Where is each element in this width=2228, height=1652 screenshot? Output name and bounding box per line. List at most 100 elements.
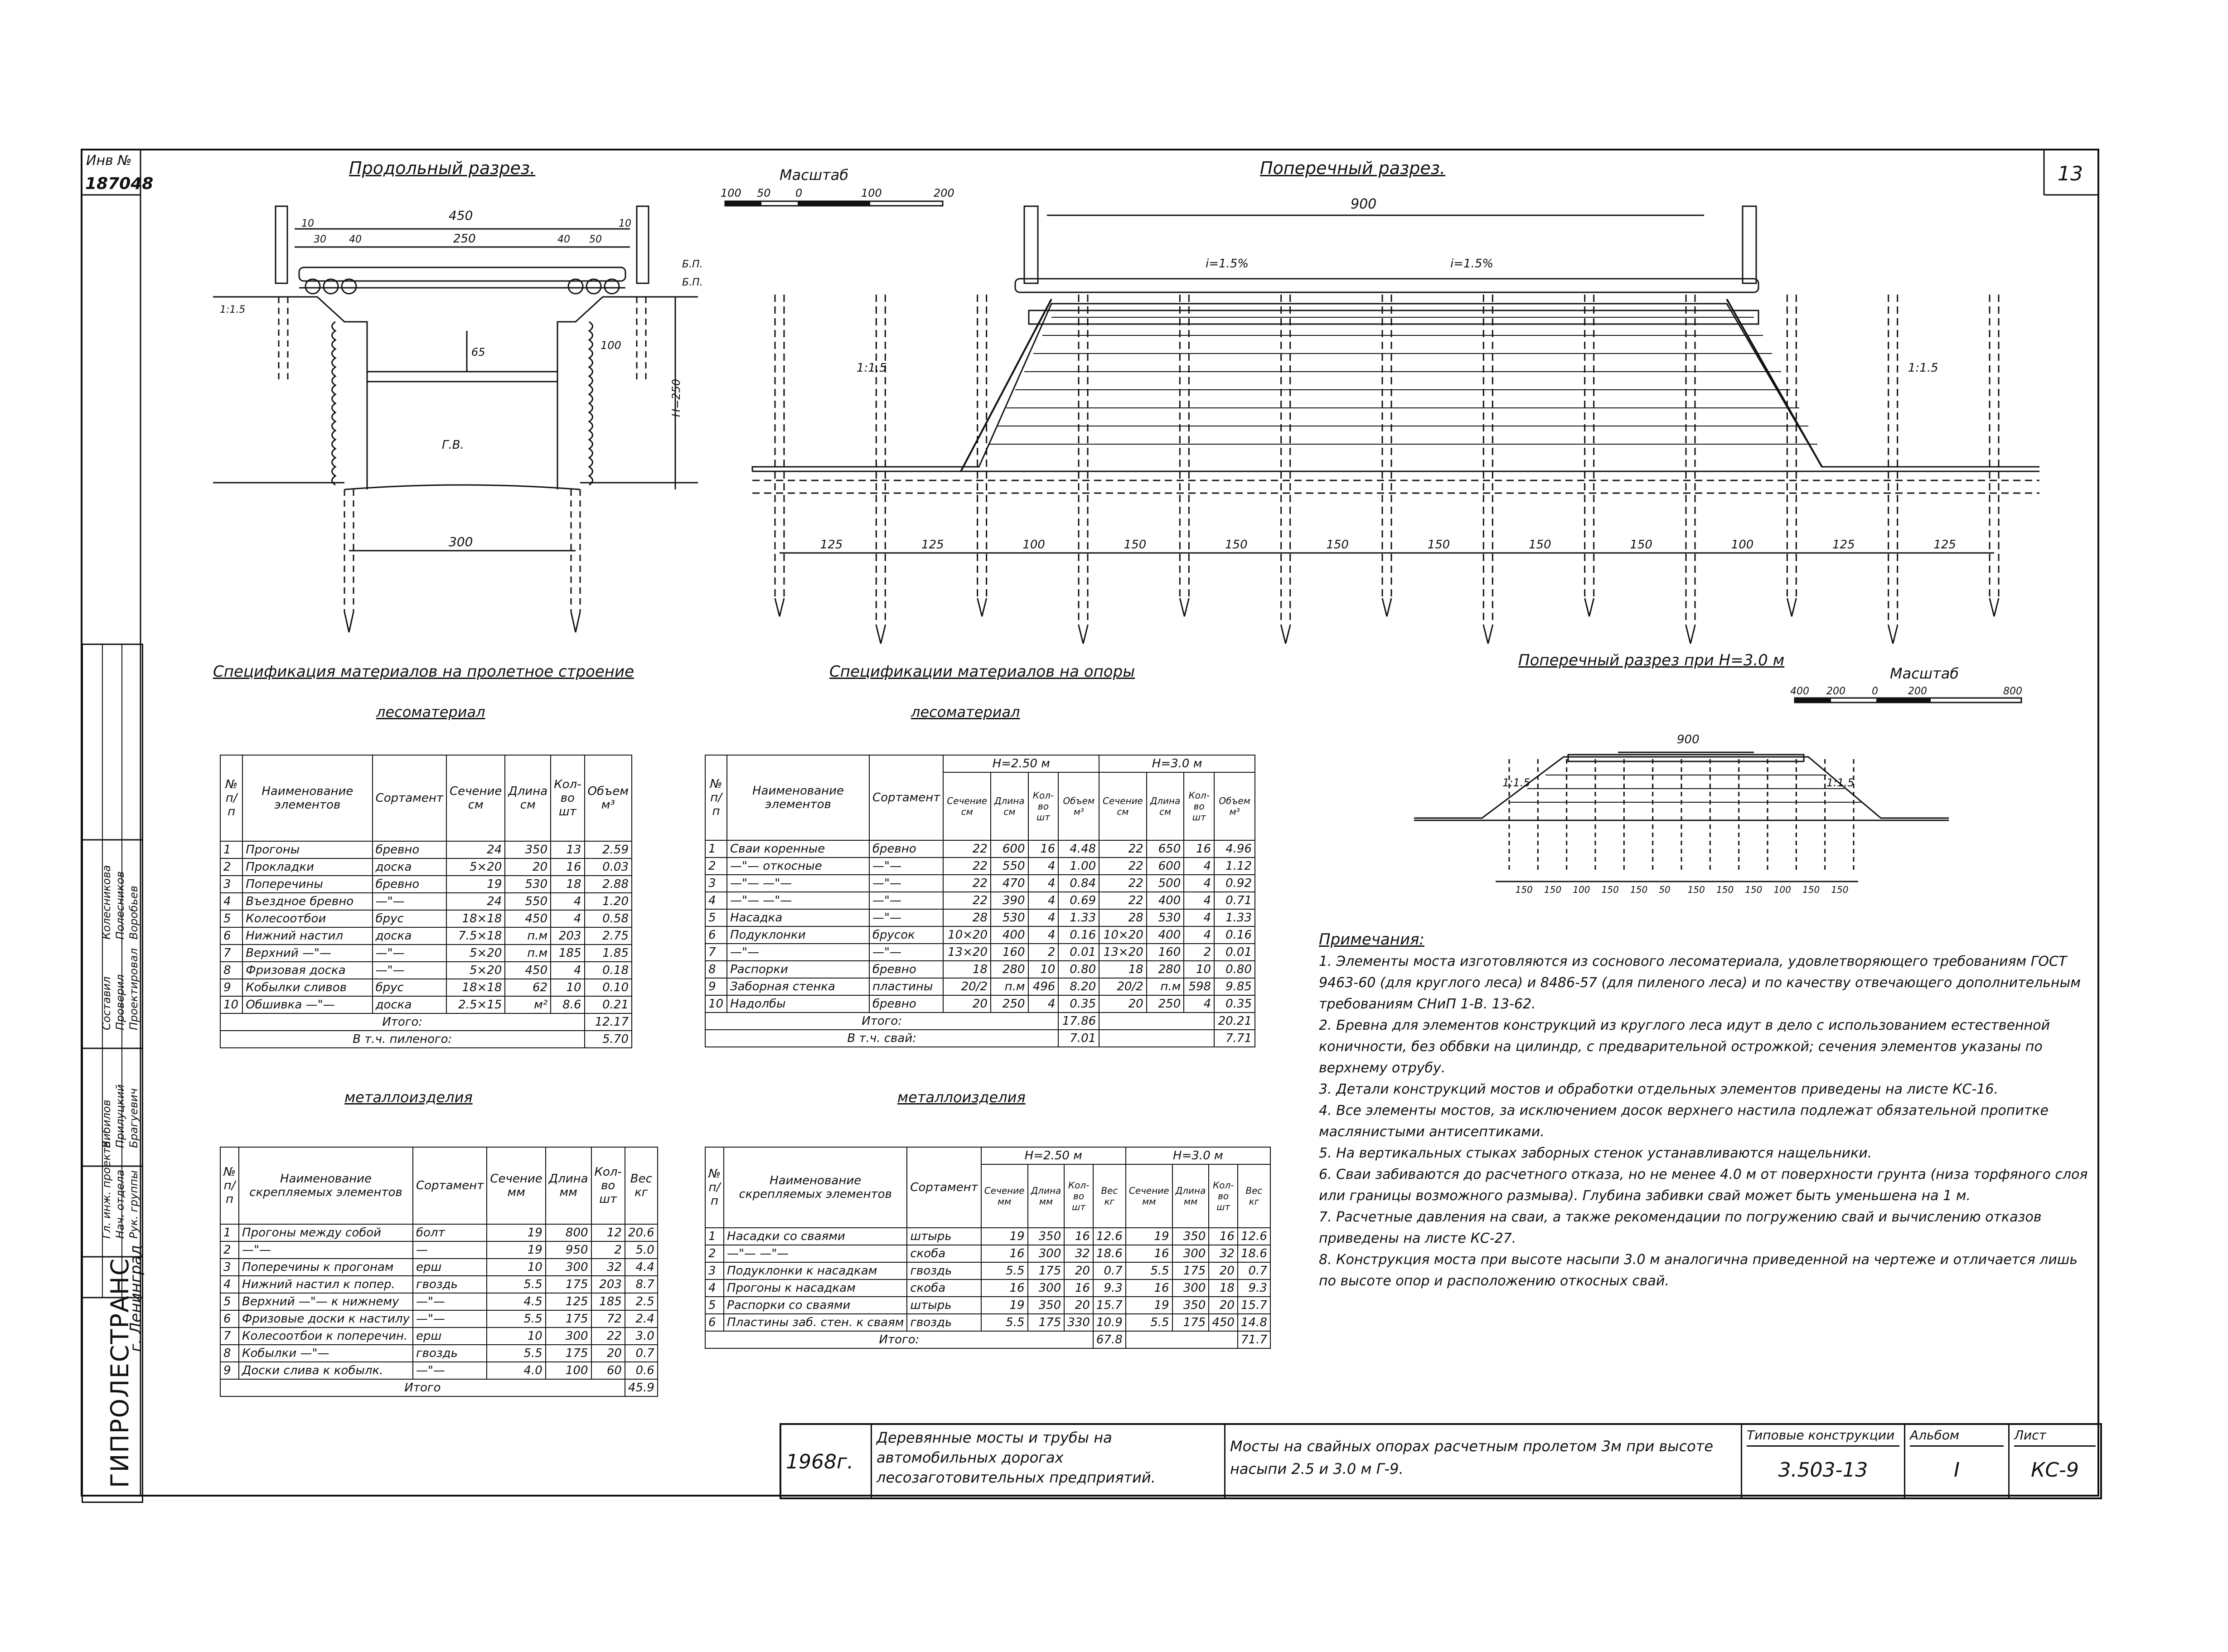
table-cell: брус bbox=[372, 979, 447, 997]
piles-value: 7.71 bbox=[1214, 1029, 1255, 1047]
table-cell: 24 bbox=[446, 892, 506, 911]
table-cell: Надолбы bbox=[727, 995, 870, 1013]
spacing-label: 150 bbox=[1529, 538, 1551, 552]
table-cell: 175 bbox=[545, 1310, 592, 1328]
table-cell: 2.75 bbox=[584, 927, 633, 945]
table-cell: 18×18 bbox=[446, 979, 506, 997]
note-item: 5. На вертикальных стыках заборных стено… bbox=[1319, 1145, 1872, 1161]
spacing-label: 150 bbox=[1716, 884, 1734, 895]
table-cell: —"— bbox=[868, 943, 944, 961]
table-cell: 4 bbox=[1183, 995, 1215, 1013]
note-item: 8. Конструкция моста при высоте насыпи 3… bbox=[1319, 1252, 2078, 1289]
table-cell: 1.20 bbox=[584, 892, 633, 911]
table-cell: 175 bbox=[1027, 1313, 1065, 1332]
table-cell: 16 bbox=[550, 858, 585, 876]
col-header: Наименование скрепляемых элементов bbox=[238, 1147, 413, 1225]
pile-tip bbox=[1685, 625, 1696, 644]
table-cell: 72 bbox=[591, 1310, 625, 1328]
table-cell: 0.7 bbox=[624, 1344, 658, 1362]
table-cell: 3.0 bbox=[624, 1327, 658, 1345]
table-cell: 2.4 bbox=[624, 1310, 658, 1328]
col-header: Длина мм bbox=[1172, 1164, 1210, 1228]
table-cell: 20 bbox=[1099, 995, 1147, 1013]
tb-sheet-title-cell: Мосты на свайных опорах расчетным пролет… bbox=[1225, 1425, 1742, 1497]
table-cell: 19 bbox=[486, 1224, 546, 1242]
table-cell: 19 bbox=[1125, 1227, 1173, 1245]
table-cell: Поперечины к прогонам bbox=[238, 1258, 413, 1276]
table-cell: ерш bbox=[412, 1327, 488, 1345]
table-cell: 0.69 bbox=[1058, 891, 1100, 910]
table-cell: —"— bbox=[372, 892, 447, 911]
span-metal-title: металлоизделия bbox=[344, 1089, 473, 1106]
table-cell: бревно bbox=[868, 995, 944, 1013]
table-cell: 9.85 bbox=[1214, 978, 1255, 996]
table-cell: —"— bbox=[412, 1310, 488, 1328]
pile-tip bbox=[1989, 598, 2000, 617]
col-header: Сечение см bbox=[1099, 772, 1147, 841]
spec-pier-title: Спецификации материалов на опоры bbox=[829, 663, 1135, 681]
sheet-label: Лист bbox=[2014, 1428, 2096, 1447]
table-cell: Прокладки bbox=[242, 858, 373, 876]
table-cell: 530 bbox=[990, 909, 1029, 927]
table-cell: 4 bbox=[550, 910, 585, 928]
col-header: Кол-во шт bbox=[1027, 772, 1059, 841]
table-cell: болт bbox=[412, 1224, 488, 1242]
table-cell: 4 bbox=[1027, 891, 1059, 910]
table-cell: 9 bbox=[219, 1361, 240, 1380]
table-cell: 8.20 bbox=[1058, 978, 1100, 996]
table-cell: 0.84 bbox=[1058, 874, 1100, 892]
table-cell: 0.80 bbox=[1058, 960, 1100, 979]
tb-album-cell: Альбом I bbox=[1905, 1425, 2010, 1497]
table-cell: 13 bbox=[550, 841, 585, 859]
table-cell: Кобылки сливов bbox=[242, 979, 373, 997]
table-cell: 20 bbox=[1064, 1262, 1094, 1280]
table-cell: 450 bbox=[504, 961, 552, 979]
table-cell: 12.6 bbox=[1092, 1227, 1126, 1245]
col-header: Сортамент bbox=[372, 755, 447, 842]
scale-tick: 800 bbox=[2003, 686, 2022, 697]
slope-label: 1:1.5 bbox=[220, 304, 245, 315]
col-header: Вес кг bbox=[1237, 1164, 1271, 1228]
col-header: Объем м³ bbox=[584, 755, 633, 842]
pile-tip bbox=[1078, 625, 1089, 644]
table-cell: п.м bbox=[1146, 978, 1185, 996]
table-cell: 1.12 bbox=[1214, 857, 1255, 875]
spacing-label: 100 bbox=[1022, 538, 1045, 552]
tb-sheet-cell: Лист КС-9 bbox=[2010, 1425, 2100, 1497]
col-header: Длина мм bbox=[1027, 1164, 1065, 1228]
table-cell: 175 bbox=[545, 1275, 592, 1294]
table-cell: бревно bbox=[372, 841, 447, 859]
col-header: Кол-во шт bbox=[591, 1147, 625, 1225]
table-cell: 22 bbox=[943, 891, 991, 910]
table-cell: 8.7 bbox=[624, 1275, 658, 1294]
slope-label: 1:1.5 bbox=[1908, 361, 1938, 375]
table-cell: 8 bbox=[219, 961, 243, 979]
table-cell: 12.6 bbox=[1237, 1227, 1271, 1245]
spec-span-title: Спецификация материалов на пролетное стр… bbox=[213, 663, 634, 681]
table-cell: 300 bbox=[1172, 1245, 1210, 1263]
table-cell: Нижний настил bbox=[242, 927, 373, 945]
table-cell: 4 bbox=[219, 892, 243, 911]
table-cell: —"— bbox=[372, 961, 447, 979]
table-cell: 16 bbox=[1208, 1227, 1238, 1245]
spacing-label: 150 bbox=[1630, 538, 1652, 552]
table-cell: п.м bbox=[504, 927, 552, 945]
table-cell: 2 bbox=[219, 1241, 240, 1259]
table-cell: бревно bbox=[372, 875, 447, 893]
table-cell: 10×20 bbox=[943, 926, 991, 944]
spacing-label: 150 bbox=[1516, 884, 1533, 895]
table-cell: 450 bbox=[504, 910, 552, 928]
table-cell: 1.33 bbox=[1058, 909, 1100, 927]
col-header: Наименование элементов bbox=[727, 755, 870, 841]
table-cell: 4 bbox=[1183, 926, 1215, 944]
table-cell: п.м bbox=[504, 944, 552, 962]
col-header: Вес кг bbox=[624, 1147, 658, 1225]
note-item: 4. Все элементы мостов, за исключением д… bbox=[1319, 1103, 2049, 1140]
pile-tip bbox=[1280, 625, 1291, 644]
